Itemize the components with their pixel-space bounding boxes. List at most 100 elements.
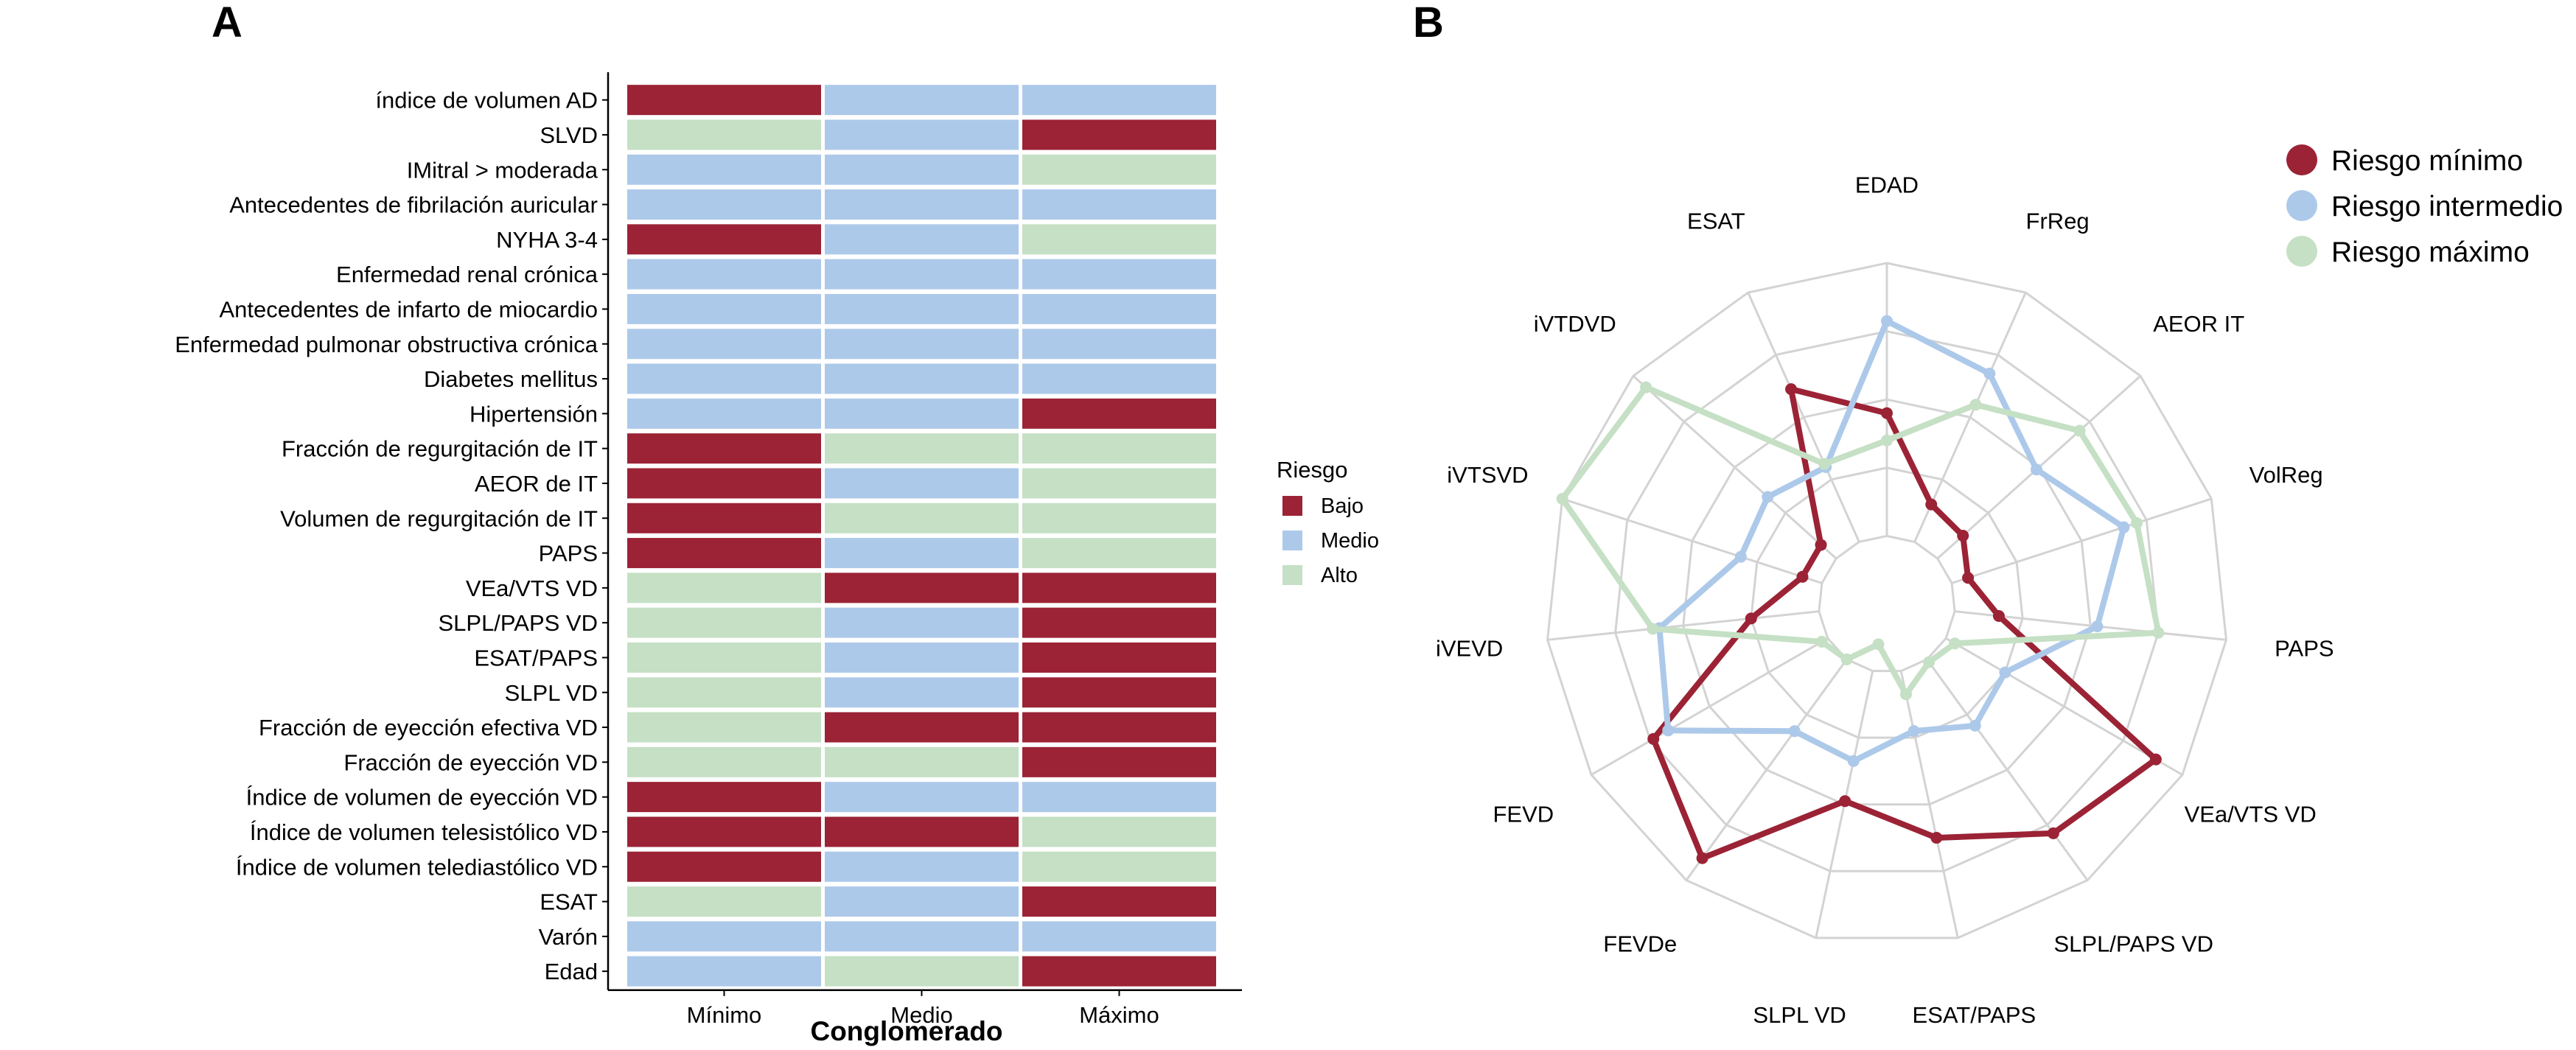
radar-axis-label-volreg: VolReg — [2249, 462, 2323, 488]
radar-point-riesgo-intermedio-ivtsvd — [1734, 550, 1747, 563]
row-label-enfermedad-pulmonar-obstructiva-cronica: Enfermedad pulmonar obstructiva crónica — [175, 332, 598, 357]
row-label-slpl-paps-vd: SLPL/PAPS VD — [438, 610, 598, 636]
radar-series-riesgo-minimo — [1647, 383, 2162, 864]
row-label-vea-vts-vd: VEa/VTS VD — [466, 575, 598, 601]
radar-grid-ring — [1750, 466, 2024, 739]
heatmap-cell-vea-vts-vd-minimo — [627, 573, 821, 603]
radar-point-riesgo-intermedio-edad — [1881, 315, 1893, 327]
heatmap-cell-antecedentes-de-fibrilacion-auricular-medio — [825, 189, 1019, 220]
radar-spoke — [1951, 497, 2212, 584]
radar-legend-label-riesgo-maximo: Riesgo máximo — [2331, 237, 2530, 268]
heatmap-cell-nyha-3-4-minimo — [627, 224, 821, 255]
heatmap-cell-diabetes-mellitus-maximo — [1022, 363, 1216, 394]
radar-point-riesgo-maximo-edad — [1881, 434, 1893, 447]
row-label-paps: PAPS — [539, 541, 598, 567]
radar-axis-label-fevde: FEVDe — [1603, 931, 1677, 957]
heatmap-cell-fraccion-de-eyeccion-vd-medio — [825, 746, 1019, 777]
heatmap-cell-edad-medio — [825, 956, 1019, 987]
row-label-slpl-vd: SLPL VD — [505, 680, 598, 706]
radar-point-riesgo-maximo-frreg — [1969, 399, 1982, 411]
row-label-imitral-moderada: IMitral > moderada — [407, 157, 598, 183]
radar-point-riesgo-minimo-aeor-it — [1957, 530, 1969, 542]
radar-spoke — [1632, 375, 1837, 560]
radar-point-riesgo-intermedio-esat-paps — [1907, 725, 1920, 738]
heatmap-cell-indice-de-volumen-telesistolico-vd-medio — [825, 816, 1019, 847]
heatmap-cell-slvd-medio — [825, 119, 1019, 150]
row-label-edad: Edad — [545, 959, 598, 984]
heatmap-cell-paps-maximo — [1022, 538, 1216, 569]
heatmap-cell-fraccion-de-regurgitacion-de-it-medio — [825, 433, 1019, 464]
heatmap-cell-hipertension-maximo — [1022, 398, 1216, 429]
heatmap-cell-volumen-de-regurgitacion-de-it-minimo — [627, 503, 821, 533]
heatmap-cell-fraccion-de-regurgitacion-de-it-minimo — [627, 433, 821, 464]
heatmap-cell-aeor-de-it-minimo — [627, 468, 821, 499]
heatmap-cell-hipertension-medio — [825, 398, 1019, 429]
row-label-fraccion-de-regurgitacion-de-it: Fracción de regurgitación de IT — [282, 436, 598, 462]
radar-spoke — [1685, 659, 1848, 881]
heatmap-cell-volumen-de-regurgitacion-de-it-maximo — [1022, 503, 1216, 533]
heatmap-cell-enfermedad-pulmonar-obstructiva-cronica-minimo — [627, 329, 821, 360]
heatmap-cell-antecedentes-de-infarto-de-miocardio-minimo — [627, 293, 821, 324]
heatmap-cell-esat-paps-maximo — [1022, 642, 1216, 673]
radar-point-riesgo-minimo-ivtsvd — [1796, 570, 1809, 583]
heatmap-cell-slpl-paps-vd-medio — [825, 607, 1019, 638]
heatmap-cell-indice-de-volumen-ad-maximo — [1022, 85, 1216, 116]
radar-spoke — [1945, 637, 2183, 776]
radar-point-riesgo-maximo-paps — [2152, 626, 2165, 639]
heatmap-cell-nyha-3-4-medio — [825, 224, 1019, 255]
heatmap-cell-indice-de-volumen-telesistolico-vd-minimo — [627, 816, 821, 847]
radar-point-riesgo-maximo-volreg — [2131, 517, 2143, 529]
radar-spoke — [1899, 671, 1959, 939]
radar-axis-label-fevd: FEVD — [1493, 802, 1554, 827]
heatmap-cell-indice-de-volumen-telediastolico-vd-maximo — [1022, 851, 1216, 882]
x-tick-label-maximo: Máximo — [1079, 1002, 1159, 1028]
heatmap-cell-antecedentes-de-fibrilacion-auricular-maximo — [1022, 189, 1216, 220]
radar-point-riesgo-intermedio-aeor-it — [2031, 463, 2043, 476]
heatmap-cell-fraccion-de-regurgitacion-de-it-maximo — [1022, 433, 1216, 464]
row-label-fraccion-de-eyeccion-vd: Fracción de eyección VD — [343, 749, 598, 775]
radar-axis-label-esat: ESAT — [1687, 209, 1745, 234]
row-label-esat-paps: ESAT/PAPS — [474, 645, 598, 671]
heatmap-cell-fraccion-de-eyeccion-vd-minimo — [627, 746, 821, 777]
row-label-enfermedad-renal-cronica: Enfermedad renal crónica — [336, 262, 598, 287]
radar-grid-ring — [1682, 398, 2092, 806]
radar-point-riesgo-maximo-fevd — [1815, 635, 1828, 648]
heatmap-cell-indice-de-volumen-de-eyeccion-vd-medio — [825, 782, 1019, 813]
row-label-varon: Varón — [539, 924, 598, 950]
heatmap-cell-slpl-paps-vd-maximo — [1022, 607, 1216, 638]
heatmap-cell-edad-minimo — [627, 956, 821, 987]
radar-grid-ring — [1614, 330, 2160, 872]
radar-point-riesgo-maximo-ivtsvd — [1556, 492, 1568, 505]
heatmap-cell-diabetes-mellitus-minimo — [627, 363, 821, 394]
heatmap-cell-imitral-moderada-medio — [825, 154, 1019, 185]
radar-series-riesgo-maximo — [1556, 381, 2165, 701]
x-tick-label-minimo: Mínimo — [687, 1002, 762, 1028]
radar-point-riesgo-intermedio-frreg — [1983, 368, 1996, 380]
radar-axis-label-vea-vts-vd: VEa/VTS VD — [2185, 802, 2317, 827]
heatmap-cell-vea-vts-vd-medio — [825, 573, 1019, 603]
row-label-indice-de-volumen-de-eyeccion-vd: Índice de volumen de eyección VD — [246, 785, 598, 811]
heatmap-cell-indice-de-volumen-ad-minimo — [627, 85, 821, 116]
heatmap-cell-antecedentes-de-infarto-de-miocardio-medio — [825, 293, 1019, 324]
panel-a-label: A — [212, 0, 242, 46]
row-label-indice-de-volumen-telesistolico-vd: Índice de volumen telesistólico VD — [250, 819, 598, 845]
radar-point-riesgo-minimo-ivtdvd — [1815, 539, 1827, 551]
radar-axis-label-edad: EDAD — [1855, 172, 1919, 198]
radar-spoke — [1591, 637, 1829, 776]
heatmap-cell-indice-de-volumen-ad-medio — [825, 85, 1019, 116]
heatmap-cell-slpl-vd-maximo — [1022, 677, 1216, 708]
radar-line-riesgo-minimo — [1650, 386, 2159, 861]
heatmap-cell-indice-de-volumen-telediastolico-vd-medio — [825, 851, 1019, 882]
radar-point-riesgo-intermedio-vea-vts-vd — [1999, 666, 2011, 679]
row-label-indice-de-volumen-telediastolico-vd: Índice de volumen telediastólico VD — [236, 854, 598, 880]
radar-point-riesgo-minimo-fevde — [1696, 852, 1708, 864]
radar-point-riesgo-maximo-vea-vts-vd — [1949, 637, 1961, 650]
radar-axis-label-ivevd: iVEVD — [1436, 636, 1503, 662]
heatmap-cell-slvd-minimo — [627, 119, 821, 150]
heatmap-legend-title: Riesgo — [1277, 457, 1348, 483]
radar-point-riesgo-minimo-frreg — [1925, 498, 1938, 511]
row-label-hipertension: Hipertensión — [470, 401, 598, 427]
radar-spoke — [1926, 659, 2089, 881]
